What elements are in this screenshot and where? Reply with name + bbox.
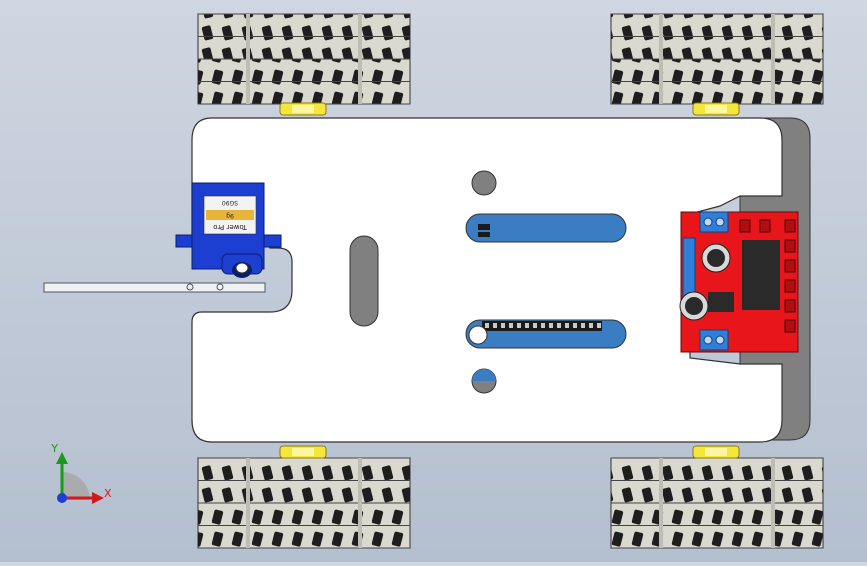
chassis-plate — [191, 117, 783, 443]
chassis-slot-upper — [465, 213, 627, 243]
servo-label-line2: SG90 — [222, 199, 238, 206]
coordinate-axes-icon: Y X — [50, 442, 112, 504]
servo-label-line3: 9g — [226, 212, 234, 219]
chassis-hole-top — [471, 170, 497, 196]
wheel-front-right — [610, 13, 824, 116]
servo-label-line1: Tower Pro — [213, 223, 248, 231]
motor-driver-board-icon — [679, 211, 799, 353]
wheel-rear-left — [197, 445, 411, 549]
wheel-front-left — [197, 13, 411, 116]
servo-motor-icon: Tower Pro 9g SG90 — [175, 182, 282, 278]
wheels — [197, 13, 824, 549]
chassis-slot-vertical — [349, 235, 379, 327]
servo-arm — [43, 282, 266, 293]
wheel-rear-right — [610, 445, 824, 549]
axis-y-label: Y — [50, 442, 58, 455]
axis-x-label: X — [104, 487, 112, 500]
